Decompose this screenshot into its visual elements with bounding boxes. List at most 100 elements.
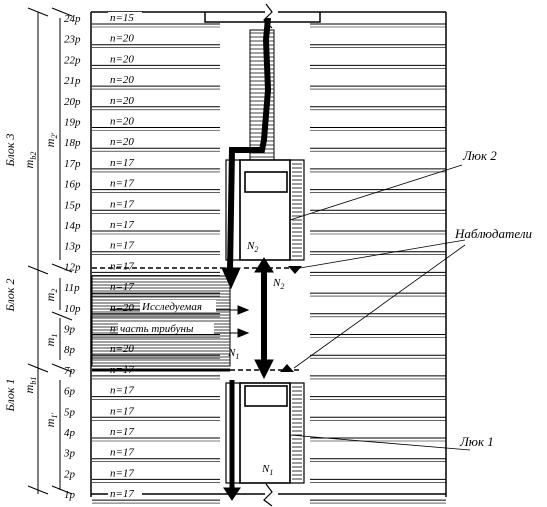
hatch-2-label: Люк 2 xyxy=(462,148,497,163)
row-n-bg xyxy=(108,177,142,188)
row-count: n=20 xyxy=(110,53,134,65)
row-n-bg xyxy=(108,94,142,105)
studied-label-2: часть трибуны xyxy=(120,323,194,335)
n1-label: N1 xyxy=(227,347,239,361)
svg-text:m1: m1 xyxy=(43,334,59,347)
dim-m1: m1 xyxy=(43,334,59,347)
row-label: 3р xyxy=(63,448,76,460)
row-n-bg xyxy=(108,260,142,271)
row-label: 20р xyxy=(64,96,81,108)
svg-text:mb2: mb2 xyxy=(22,152,38,169)
row-label: 23р xyxy=(64,34,81,46)
svg-text:m2': m2' xyxy=(43,133,59,148)
row-label: 19р xyxy=(64,117,81,129)
row-label: 5р xyxy=(64,406,76,418)
row-count: n=17 xyxy=(110,447,134,459)
hatch-1-box xyxy=(239,382,291,484)
seat-row: 11р n=17 xyxy=(64,281,446,297)
row-label: 24р xyxy=(64,13,81,25)
block-1-label: Блок 1 xyxy=(3,378,17,412)
studied-label-bg xyxy=(118,300,216,334)
row-count: n=17 xyxy=(110,219,134,231)
row-n-bg xyxy=(108,281,142,292)
dimension-lines xyxy=(27,7,73,495)
row-label: 10р xyxy=(64,303,81,315)
row-n-bg xyxy=(108,239,142,250)
row-label: 18р xyxy=(64,137,81,149)
row-label: 22р xyxy=(64,54,81,66)
seat-row: 18р n=20 xyxy=(64,136,446,152)
row-count: n=17 xyxy=(110,488,134,500)
n1b-label: N1 xyxy=(261,463,273,477)
row-label: 1р xyxy=(64,489,76,501)
stair-hatch-1 xyxy=(292,386,302,480)
row-count: n=20 xyxy=(110,136,134,148)
flow-path xyxy=(221,17,274,501)
row-count: n=20 xyxy=(110,33,134,45)
block-3-label: Блок 3 xyxy=(3,133,17,167)
row-count: n=20 xyxy=(110,116,134,128)
seat-row: 20р n=20 xyxy=(64,94,446,111)
hatch-2-box xyxy=(239,159,291,261)
row-n-bg xyxy=(108,488,142,499)
row-label: 16р xyxy=(64,179,81,191)
row-n-bg xyxy=(108,53,142,64)
row-n-bg xyxy=(108,74,142,85)
seat-row: 24р n=15 xyxy=(64,12,446,28)
svg-text:mb1: mb1 xyxy=(22,377,38,394)
row-label: 4р xyxy=(64,427,76,439)
dim-m2: m2 xyxy=(43,289,59,302)
row-label: 15р xyxy=(64,199,81,211)
studied-label: Исследуемая xyxy=(141,301,202,313)
leader-lines xyxy=(289,164,471,451)
observer-markers xyxy=(280,266,302,372)
n2b-label: N2 xyxy=(272,277,284,291)
seat-row: 23р n=20 xyxy=(64,32,446,49)
observer-2-marker xyxy=(288,266,302,274)
block-2-label: Блок 2 xyxy=(3,278,17,312)
svg-text:m1': m1' xyxy=(43,413,59,428)
row-n-bg xyxy=(108,301,142,312)
row-count: n=17 xyxy=(110,281,134,293)
row-label: 8р xyxy=(64,344,76,356)
row-n-bg xyxy=(108,136,142,147)
row-count: n=20 xyxy=(110,95,134,107)
row-label: 11р xyxy=(64,282,80,294)
seat-row: 15р n=17 xyxy=(64,198,446,214)
row-label: 17р xyxy=(64,158,81,170)
row-count: n=17 xyxy=(110,405,134,417)
hatch-1-label: Люк 1 xyxy=(459,434,494,449)
seat-row: 19р n=20 xyxy=(64,115,446,131)
dim-m1prime: m1' xyxy=(43,413,59,428)
dim-mb2: mb2 xyxy=(22,152,38,169)
row-count: n=20 xyxy=(110,343,134,355)
row-label: 12р xyxy=(64,261,81,273)
row-n-bg xyxy=(108,405,142,416)
seat-row: 5р n=17 xyxy=(64,405,446,421)
row-label: 6р xyxy=(64,386,76,398)
row-label: 13р xyxy=(64,241,81,253)
row-count: n=15 xyxy=(110,12,134,24)
row-label: 2р xyxy=(64,468,76,480)
dim-m2prime: m2' xyxy=(43,133,59,148)
row-n-bg xyxy=(108,426,142,436)
row-count: n=17 xyxy=(110,260,134,272)
row-n-bg xyxy=(108,156,142,167)
seat-row: 1р n=17 xyxy=(64,488,446,504)
break-symbol-bottom xyxy=(263,483,273,507)
row-n-bg xyxy=(108,115,142,126)
row-n-bg xyxy=(108,198,142,209)
row-count: n=17 xyxy=(110,198,134,210)
n2-label: N2 xyxy=(246,240,258,254)
